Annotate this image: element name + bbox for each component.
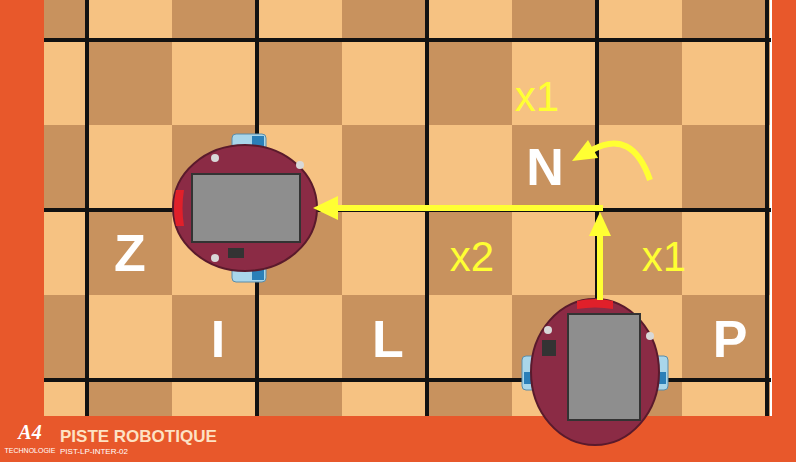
square-letter: P [713,313,748,365]
brand-logo: A4 [18,422,41,442]
square-letter: I [211,313,225,365]
product-name: PISTE ROBOTIQUE [60,428,217,445]
checker-board [44,0,771,416]
move-count: x1 [515,76,559,118]
square-letter: Z [114,227,146,279]
robot-arrived [173,134,317,282]
robot-start [522,299,668,445]
brand-tagline: TECHNOLOGIE [5,447,56,454]
square-letter: L [372,313,404,365]
move-arrows [313,140,650,300]
product-code: PIST-LP-INTER-02 [60,448,128,456]
grid-lines [44,0,771,416]
square-letter: N [526,141,564,193]
move-count: x2 [450,236,494,278]
move-count: x1 [642,236,686,278]
